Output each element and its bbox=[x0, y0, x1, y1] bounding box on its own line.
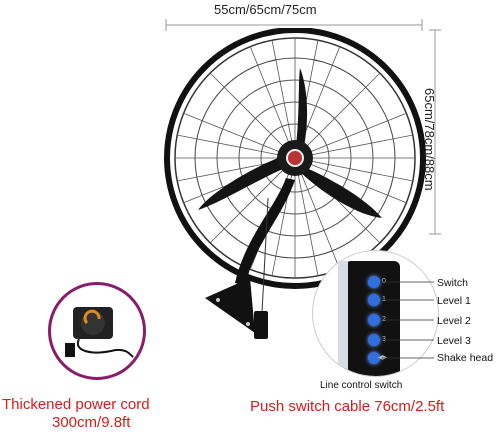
switch-button-level-3[interactable] bbox=[368, 334, 380, 346]
switch-button-switch[interactable] bbox=[368, 276, 380, 288]
line-control-switch-caption: Line control switch bbox=[320, 380, 403, 391]
switch-glyph-2: 2 bbox=[382, 316, 386, 323]
height-dimension-line bbox=[429, 29, 441, 235]
width-dimension-label: 55cm/65cm/75cm bbox=[214, 2, 317, 17]
switch-label-level-3: Level 3 bbox=[437, 335, 471, 347]
switch-label-level-2: Level 2 bbox=[437, 315, 471, 327]
power-cord-caption-line1: Thickened power cord bbox=[2, 396, 150, 413]
switch-leader-lines bbox=[382, 281, 434, 359]
switch-cable-caption: Push switch cable 76cm/2.5ft bbox=[250, 398, 445, 415]
power-cord-image bbox=[65, 307, 134, 358]
switch-label-shake-head: Shake head bbox=[437, 352, 494, 364]
power-cord-caption-line2: 300cm/9.8ft bbox=[52, 414, 131, 431]
switch-glyph-3: 3 bbox=[382, 336, 386, 343]
switch-button-level-1[interactable] bbox=[368, 294, 380, 306]
switch-button-shake-head[interactable] bbox=[368, 352, 380, 364]
line-control-switch-inset bbox=[312, 250, 439, 377]
switch-label-level-1: Level 1 bbox=[437, 295, 471, 307]
power-cord-inset bbox=[48, 282, 146, 380]
switch-glyph-0: 0 bbox=[382, 278, 386, 285]
switch-button-level-2[interactable] bbox=[368, 314, 380, 326]
switch-label-switch: Switch bbox=[437, 277, 468, 289]
width-dimension-line bbox=[165, 19, 423, 31]
switch-glyph-1: 1 bbox=[382, 296, 386, 303]
wall-fan-image bbox=[164, 28, 426, 339]
